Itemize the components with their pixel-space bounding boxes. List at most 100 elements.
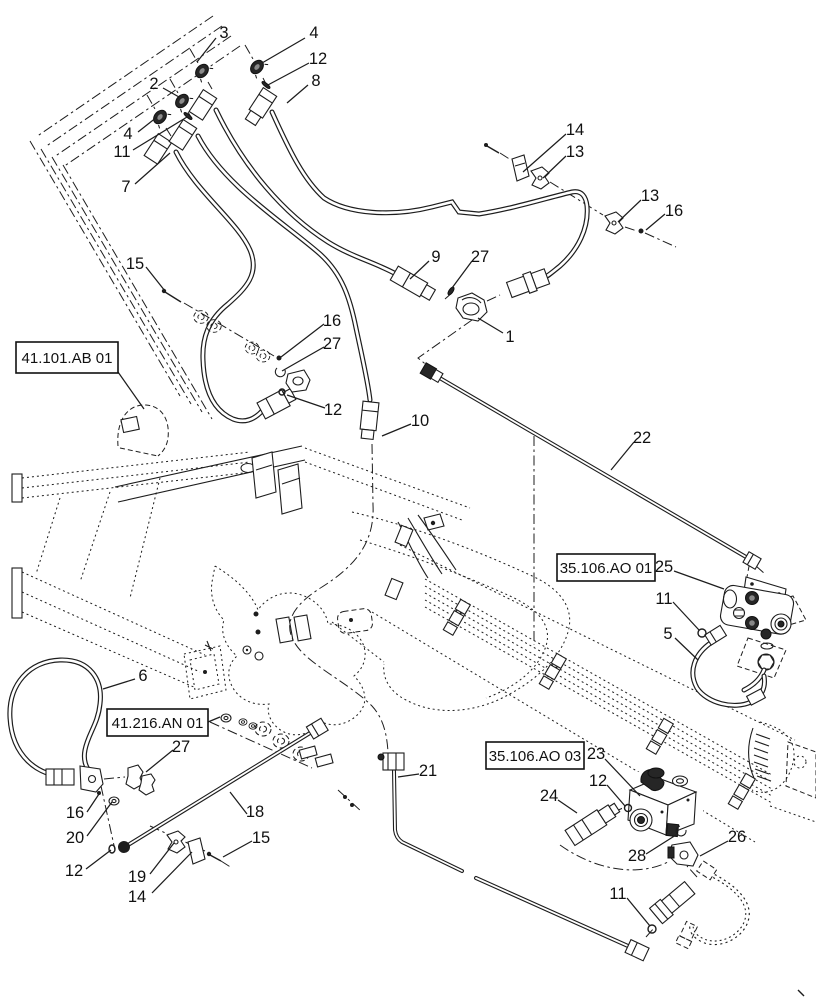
callout-16-33[interactable]: 16: [66, 804, 84, 822]
cap-fittings-top: [143, 56, 278, 165]
callout-leader-6: [102, 678, 136, 690]
callout-27-14[interactable]: 27: [471, 248, 489, 266]
valve-top-elbow: [640, 767, 665, 791]
callout-11-22[interactable]: 11: [655, 590, 672, 608]
bushing-hardware: [209, 713, 363, 813]
callout-leader-4: [261, 37, 306, 64]
center-casting: [183, 511, 571, 736]
callout-20-34[interactable]: 20: [66, 829, 84, 847]
callout-2-4[interactable]: 2: [149, 75, 158, 93]
callout-leader-16: [280, 323, 325, 358]
tube-18: [118, 717, 329, 865]
callout-22-20[interactable]: 22: [633, 429, 651, 447]
callout-18-39[interactable]: 18: [246, 803, 264, 821]
hose-5: [690, 624, 767, 708]
bolt-15-top: [161, 288, 271, 363]
callout-3-0[interactable]: 3: [219, 24, 228, 42]
callout-leader-26: [699, 840, 729, 857]
callout-12-18[interactable]: 12: [324, 401, 342, 419]
ref-box-label[interactable]: 41.101.AB 01: [22, 350, 113, 367]
tube-21: [377, 752, 650, 962]
callout-16-16[interactable]: 16: [323, 312, 341, 330]
hose-6: [7, 657, 156, 854]
callout-26-28[interactable]: 26: [728, 828, 746, 846]
callout-14-37[interactable]: 14: [128, 888, 146, 906]
callout-12-35[interactable]: 12: [65, 862, 83, 880]
callout-4-1[interactable]: 4: [309, 24, 318, 42]
callout-leader-20: [86, 801, 113, 837]
long-beam: [371, 514, 816, 843]
callout-25-21[interactable]: 25: [655, 558, 673, 576]
clamp-14-bl: [187, 837, 206, 865]
ref-box-label[interactable]: 35.106.AO 03: [489, 748, 582, 765]
ref-box-label[interactable]: 41.216.AN 01: [112, 715, 204, 732]
callout-leader-21: [397, 773, 420, 778]
callout-9-13[interactable]: 9: [431, 248, 440, 266]
callout-5-23[interactable]: 5: [663, 625, 672, 643]
callout-28-27[interactable]: 28: [628, 847, 646, 865]
hose-9: [213, 107, 437, 301]
ref-box-35.106.AO 03[interactable]: [485, 741, 585, 770]
ref-box-label[interactable]: 35.106.AO 01: [560, 560, 653, 577]
hoses-and-tubes: [7, 56, 805, 997]
callout-leader-18: [229, 791, 248, 815]
callout-leader-19: [149, 842, 175, 875]
cap-4-left: [149, 106, 172, 129]
callout-leader-25: [673, 570, 725, 590]
callout-19-36[interactable]: 19: [128, 868, 146, 886]
callout-1-15[interactable]: 1: [505, 328, 514, 346]
ref-box-41.101.AB 01[interactable]: [15, 341, 119, 374]
comb-teeth: [753, 733, 772, 782]
cap-4-right: [246, 56, 269, 79]
callout-leader-1: [477, 317, 504, 334]
callout-leader-13: [617, 199, 642, 223]
callout-21-30[interactable]: 21: [419, 762, 437, 780]
ref-box-35.106.AO 01[interactable]: [556, 553, 656, 582]
print-mark: [797, 989, 805, 997]
callout-7-7[interactable]: 7: [121, 178, 130, 196]
callout-6-31[interactable]: 6: [138, 667, 147, 685]
callout-leader-2: [162, 87, 180, 98]
callout-15-38[interactable]: 15: [252, 829, 270, 847]
callout-13-10[interactable]: 13: [566, 143, 584, 161]
callout-27-32[interactable]: 27: [172, 738, 190, 756]
oring-12-valve: [623, 803, 633, 813]
fitting-24: [564, 802, 621, 847]
callout-14-9[interactable]: 14: [566, 121, 584, 139]
callout-leader-10: [381, 423, 412, 437]
beam-clamp: [442, 598, 472, 636]
callout-leader-13: [542, 155, 567, 179]
callout-10-19[interactable]: 10: [411, 412, 429, 430]
valve-23: [564, 767, 750, 950]
frame-rails: [11, 451, 253, 689]
callout-23-24[interactable]: 23: [587, 745, 605, 763]
callout-leader-28: [645, 834, 677, 855]
callout-12-25[interactable]: 12: [589, 772, 607, 790]
callout-15-8[interactable]: 15: [126, 255, 144, 273]
callout-leader-16: [645, 213, 666, 231]
callout-leader-12: [265, 62, 310, 87]
callout-leader-22: [610, 441, 635, 471]
callout-leader-7: [134, 152, 171, 185]
callout-13-11[interactable]: 13: [641, 187, 659, 205]
ref-box-41.216.AN 01[interactable]: [106, 708, 209, 737]
callout-24-26[interactable]: 24: [540, 787, 558, 805]
callout-leader-23: [604, 758, 641, 797]
oring-12-bl: [108, 844, 116, 854]
callout-4-5[interactable]: 4: [123, 125, 132, 143]
callout-11-6[interactable]: 11: [113, 143, 130, 161]
beam-clamp: [538, 652, 568, 690]
callout-27-17[interactable]: 27: [323, 335, 341, 353]
callout-leader-12: [606, 784, 626, 807]
callout-leader-15: [145, 266, 166, 292]
fitting-11-body: [648, 880, 696, 925]
oring-11-right: [697, 628, 707, 638]
callout-16-12[interactable]: 16: [665, 202, 683, 220]
valve-bottom-port: [665, 822, 687, 838]
callout-8-3[interactable]: 8: [311, 72, 320, 90]
callout-12-2[interactable]: 12: [309, 50, 327, 68]
elbow-fitting-1: [447, 286, 488, 322]
callout-11-29[interactable]: 11: [609, 885, 626, 903]
